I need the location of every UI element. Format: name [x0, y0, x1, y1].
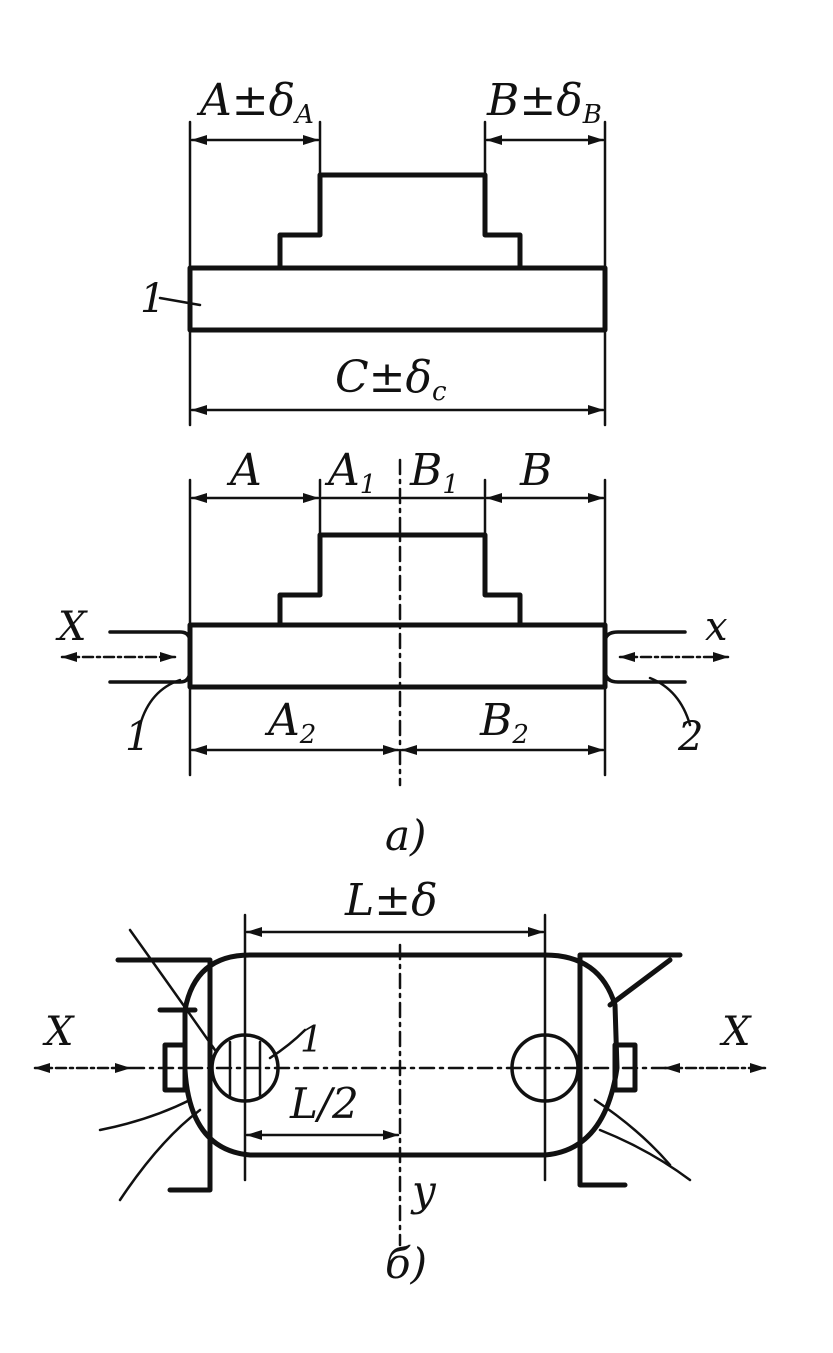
base-plate	[187, 265, 608, 333]
x-label-right-b: X	[719, 1009, 752, 1055]
x-label-right: x	[705, 604, 728, 650]
dim-label-a1: A1	[324, 445, 376, 500]
x-label-left-b: X	[42, 1009, 75, 1055]
caption-b: б)	[385, 1239, 427, 1288]
dim-label-b: B	[519, 445, 552, 496]
dim-label-c-tol: C±δc	[335, 352, 447, 407]
base-plate-2	[187, 622, 608, 690]
item-label-1: 1	[125, 714, 150, 760]
jaw-left	[115, 957, 213, 1193]
stepped-part-2	[277, 532, 523, 628]
dim-label-b2: B2	[479, 695, 529, 750]
dim-label-l-tol: L±δ	[344, 875, 438, 926]
dim-label-b-tol: B±δB	[486, 75, 602, 130]
item-label-2: 2	[677, 714, 703, 760]
jaw-right	[577, 952, 683, 1188]
dim-label-a: A	[226, 445, 262, 496]
stepped-part	[277, 172, 523, 271]
gauge-right	[603, 630, 687, 684]
dim-label-a2: A2	[264, 695, 316, 750]
gauge-left	[108, 630, 192, 684]
diagram-b: L±δ L/2 X X 1 y б)	[33, 875, 767, 1288]
dim-label-b1: B1	[409, 445, 459, 500]
caption-a: a)	[385, 811, 426, 860]
item-label-1-b: 1	[300, 1020, 323, 1061]
dim-label-l-half: L/2	[289, 1079, 359, 1128]
diagram-a-top: A±δA B±δB C±δc 1	[140, 75, 608, 427]
dim-label-a-tol: A±δA	[196, 75, 314, 130]
x-label-left: X	[55, 604, 88, 650]
diagram-a-bottom: A A1 B1 B A2 B2 X x 1 2 a)	[55, 445, 730, 860]
item-label-1-top: 1	[140, 276, 165, 322]
axis-label-y: y	[410, 1166, 437, 1215]
